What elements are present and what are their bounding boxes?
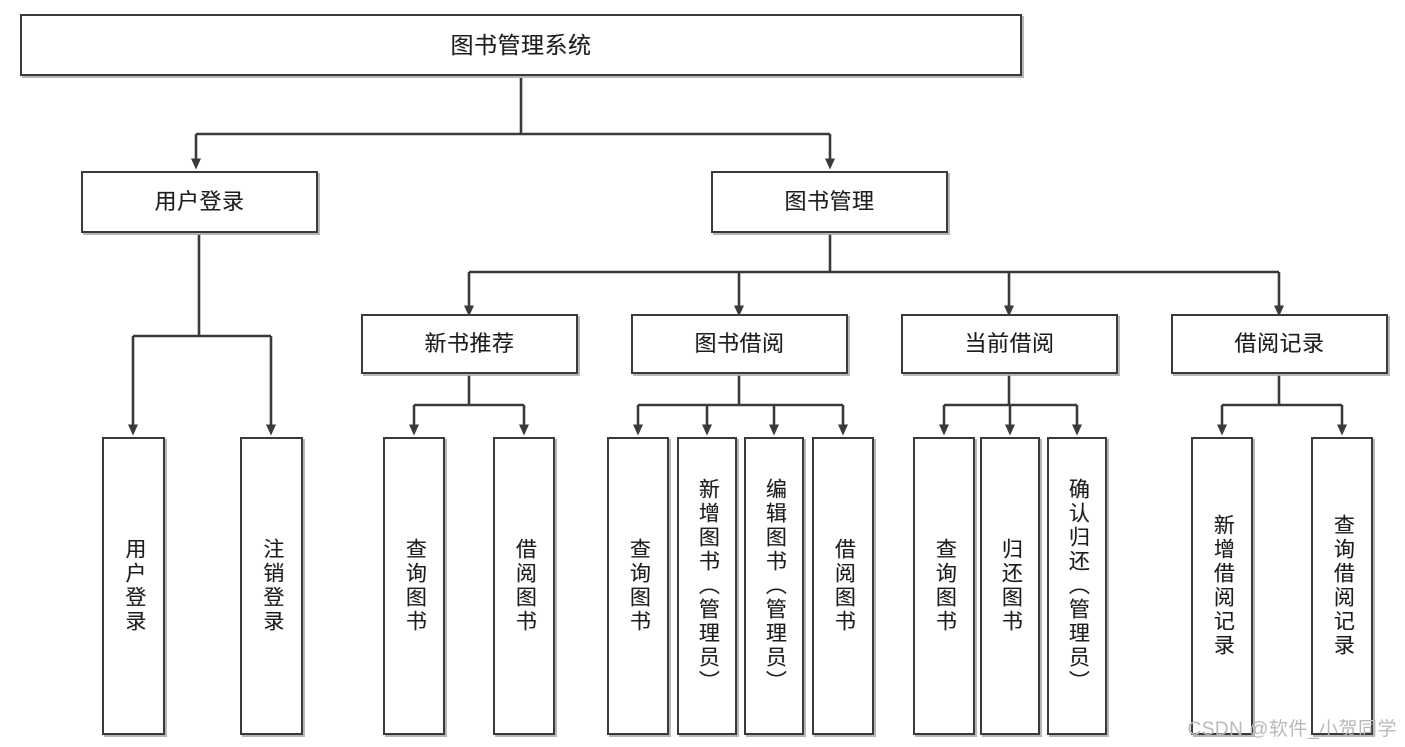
leaf-query-book-3[interactable]: 查询图书 [913, 437, 975, 735]
node-label: 新书推荐 [424, 331, 515, 357]
leaf-return-book[interactable]: 归还图书 [980, 437, 1040, 735]
node-label: 当前借阅 [964, 331, 1055, 357]
watermark: CSDN @软件_小贺同学 [1187, 719, 1397, 740]
leaf-query-book-2[interactable]: 查询图书 [607, 437, 669, 735]
node-label: 图书管理 [784, 189, 875, 215]
node-label: 新增借阅记录 [1211, 514, 1235, 658]
node-label: 借阅图书 [513, 538, 537, 634]
node-borrow-record[interactable]: 借阅记录 [1171, 314, 1388, 374]
leaf-query-record[interactable]: 查询借阅记录 [1311, 437, 1373, 735]
node-label: 新增图书（管理员） [696, 478, 720, 694]
node-label: 图书管理系统 [450, 31, 592, 58]
leaf-user-login[interactable]: 用户登录 [102, 437, 165, 735]
leaf-query-book-1[interactable]: 查询图书 [383, 437, 445, 735]
node-book-borrow[interactable]: 图书借阅 [631, 314, 848, 374]
node-label: 查询借阅记录 [1331, 514, 1355, 658]
node-label: 查询图书 [933, 538, 957, 634]
leaf-add-book[interactable]: 新增图书（管理员） [677, 437, 737, 735]
node-root-book-management-system[interactable]: 图书管理系统 [20, 14, 1022, 76]
node-label: 编辑图书（管理员） [763, 478, 787, 694]
node-book-manage[interactable]: 图书管理 [711, 171, 948, 233]
leaf-logout-login[interactable]: 注销登录 [240, 437, 303, 735]
node-label: 确认归还（管理员） [1066, 478, 1090, 694]
node-label: 用户登录 [122, 538, 146, 634]
leaf-borrow-book-1[interactable]: 借阅图书 [493, 437, 555, 735]
leaf-confirm-return[interactable]: 确认归还（管理员） [1047, 437, 1107, 735]
node-label: 用户登录 [154, 189, 245, 215]
node-label: 借阅图书 [832, 538, 856, 634]
node-current-borrow[interactable]: 当前借阅 [901, 314, 1118, 374]
node-label: 借阅记录 [1234, 331, 1325, 357]
node-label: 查询图书 [403, 538, 427, 634]
node-user-login[interactable]: 用户登录 [81, 171, 318, 233]
leaf-edit-book[interactable]: 编辑图书（管理员） [744, 437, 804, 735]
node-label: 查询图书 [627, 538, 651, 634]
node-label: 注销登录 [260, 538, 284, 634]
node-label: 图书借阅 [694, 331, 785, 357]
leaf-add-record[interactable]: 新增借阅记录 [1191, 437, 1253, 735]
node-new-book-recommend[interactable]: 新书推荐 [361, 314, 578, 374]
leaf-borrow-book-2[interactable]: 借阅图书 [812, 437, 874, 735]
node-label: 归还图书 [999, 538, 1023, 634]
